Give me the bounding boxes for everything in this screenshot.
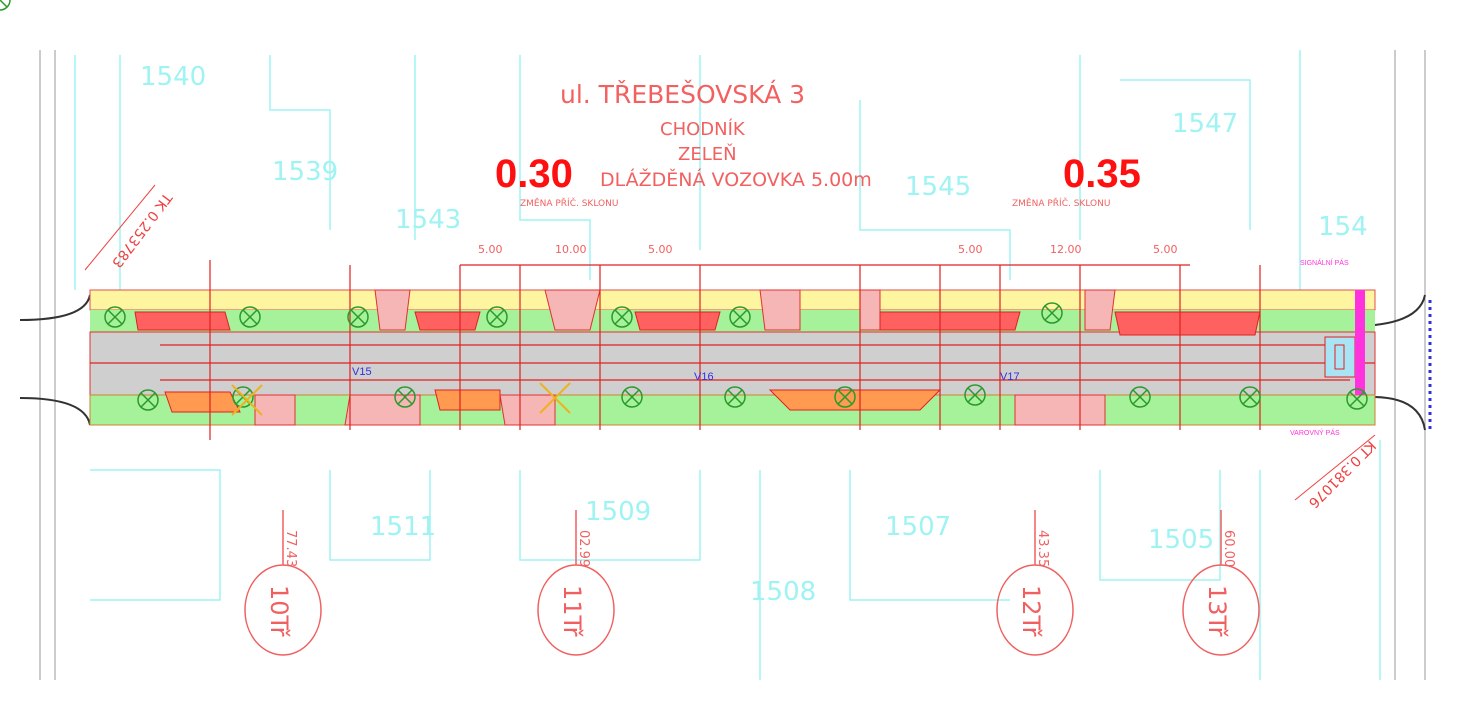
- parcel-number: 1539: [272, 157, 338, 187]
- trees: [0, 0, 1368, 411]
- section-station: 43.35: [1035, 530, 1050, 567]
- dimension-label: 10.00: [555, 243, 587, 256]
- sidewalk-strip: [89, 289, 1376, 311]
- section-label: 12Tř: [1017, 585, 1045, 638]
- parcel-number: 1509: [585, 497, 651, 527]
- dimension-label: 12.00: [1050, 243, 1082, 256]
- parcel-number: 1543: [395, 205, 461, 235]
- slope-note: ZMĚNA PŘÍČ. SKLONU: [520, 197, 618, 209]
- parcel-numbers: 1540 1539 1543 1545 1547 154 1511 1509 1…: [140, 62, 1368, 607]
- signal-pad: [1355, 290, 1365, 395]
- legend-roadway: DLÁŽDĚNÁ VOZOVKA 5.00m: [600, 168, 872, 191]
- street-title: ul. TŘEBEŠOVSKÁ 3: [560, 79, 805, 109]
- inlet-label: V17: [1000, 371, 1020, 383]
- section-station: 77.43: [283, 530, 298, 567]
- dimensions: 5.00 10.00 5.00 5.00 12.00 5.00: [478, 243, 1178, 256]
- drain-grate: [1324, 336, 1356, 378]
- dimension-label: 5.00: [478, 243, 503, 256]
- warning-pad-label: VAROVNÝ PÁS: [1290, 428, 1340, 437]
- parcel-number: 1545: [905, 172, 971, 202]
- slope-value: 0.30: [495, 152, 573, 196]
- legend-greenery: ZELEŇ: [678, 143, 737, 165]
- section-station: 60.00: [1221, 530, 1236, 567]
- parcel-number: 1505: [1148, 525, 1214, 555]
- section-labels: 10Tř 11Tř 12Tř 13Tř 77.43 02.99 43.35 60…: [265, 530, 1236, 638]
- parcel-number: 1540: [140, 62, 206, 92]
- parcel-number: 1547: [1172, 109, 1238, 139]
- section-station: 02.99: [576, 530, 591, 567]
- cross-streets: [39, 50, 1426, 680]
- signal-pad-label: SIGNÁLNÍ PÁS: [1300, 258, 1349, 267]
- parcel-number: 1507: [885, 512, 951, 542]
- building-outlines: [74, 50, 1381, 680]
- chainage-line-start: [84, 184, 156, 271]
- legend-sidewalk: CHODNÍK: [660, 118, 746, 140]
- curb-curves: [19, 294, 1426, 431]
- parcel-number: 1508: [750, 577, 816, 607]
- section-label: 10Tř: [265, 585, 293, 638]
- parcel-number: 154: [1318, 212, 1368, 242]
- dimension-label: 5.00: [648, 243, 673, 256]
- section-label: 13Tř: [1203, 585, 1231, 638]
- inlet-label: V15: [352, 366, 372, 378]
- street-band: [89, 260, 1432, 440]
- section-markers: [244, 510, 1260, 656]
- section-label: 11Tř: [558, 585, 586, 638]
- dimension-label: 5.00: [958, 243, 983, 256]
- removed-trees: [231, 382, 571, 416]
- slope-note: ZMĚNA PŘÍČ. SKLONU: [1012, 197, 1110, 209]
- slope-value: 0.35: [1063, 152, 1141, 196]
- inlets: V15 V16 V17: [352, 366, 1020, 383]
- chainage-line-end: [1294, 434, 1376, 501]
- dimension-label: 5.00: [1153, 243, 1178, 256]
- inlet-label: V16: [694, 371, 714, 383]
- parcel-number: 1511: [370, 512, 436, 542]
